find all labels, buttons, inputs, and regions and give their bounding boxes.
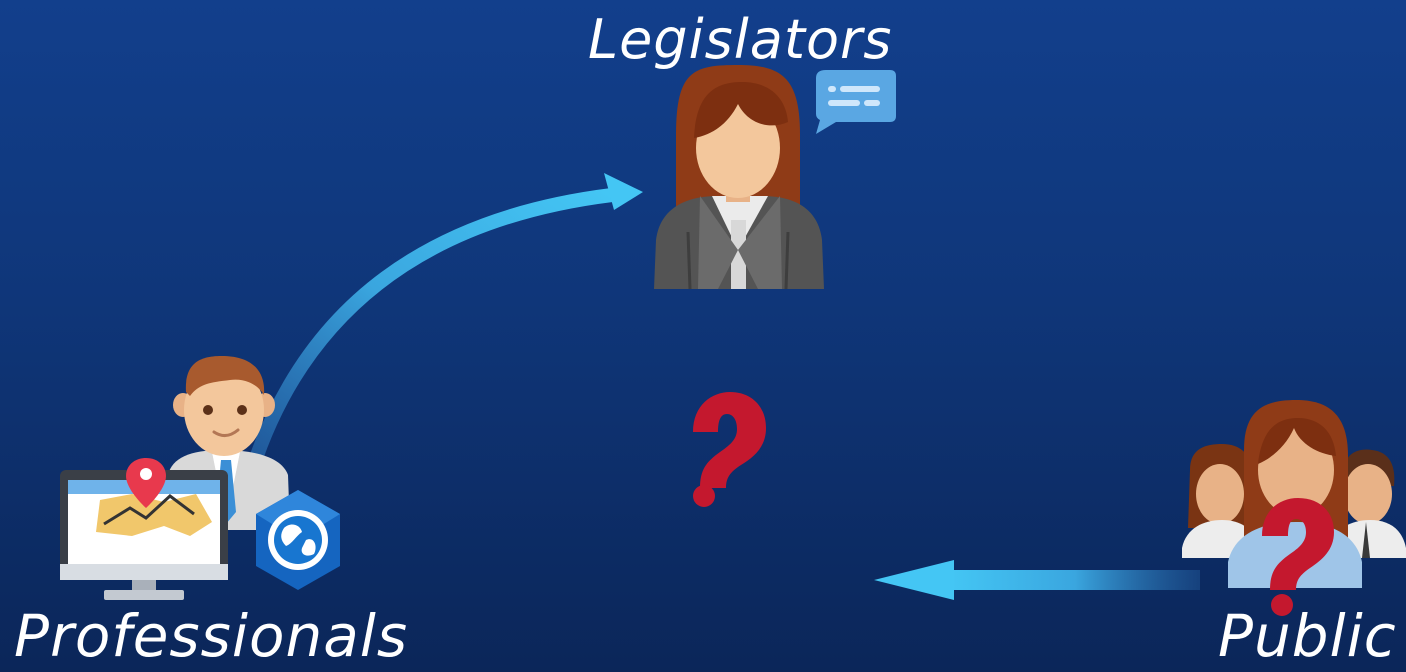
legislators-label: Legislators (588, 8, 893, 71)
arrow-to-legislators (245, 173, 643, 477)
speech-bubble-icon (816, 70, 896, 134)
public-question-mark-icon (1262, 498, 1334, 616)
map-computer-icon (60, 458, 228, 600)
globe-app-icon (256, 490, 340, 590)
public-label: Public (1218, 602, 1397, 670)
arrow-from-public (874, 560, 1200, 600)
professionals-label: Professionals (14, 602, 409, 670)
legislator-woman-icon (654, 65, 824, 290)
center-question-mark-icon (693, 392, 766, 507)
